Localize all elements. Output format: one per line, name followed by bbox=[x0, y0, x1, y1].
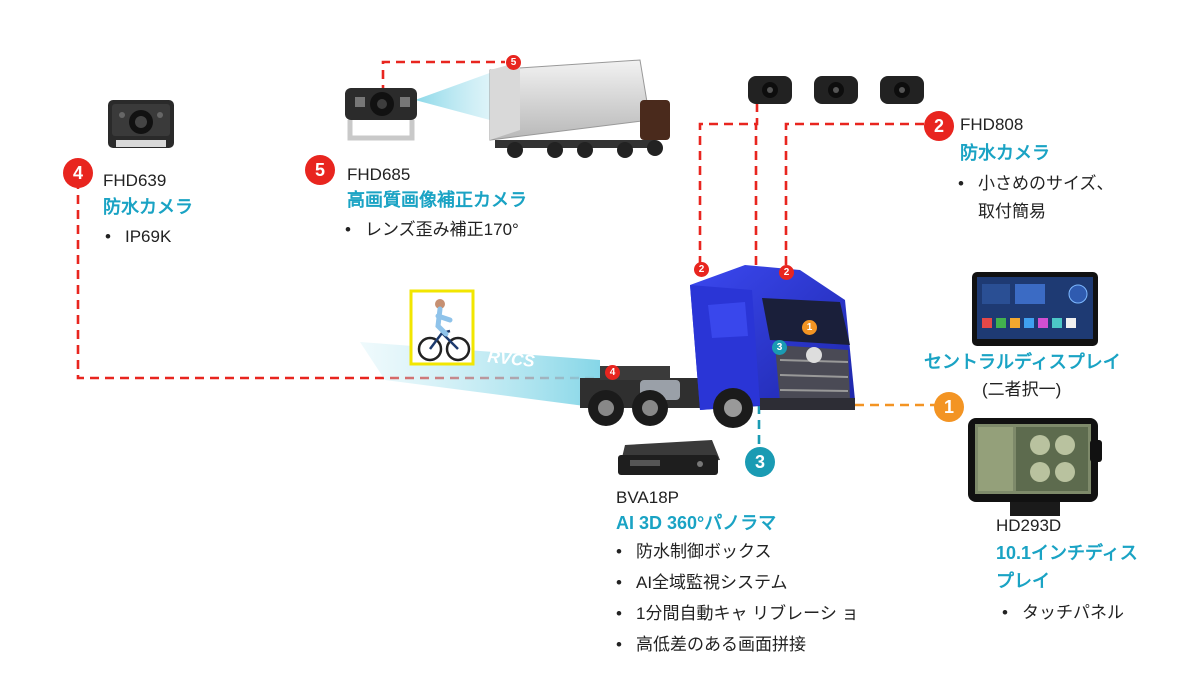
trailer-truck-image bbox=[489, 59, 670, 158]
central-display-title: セントラルディスプレイ bbox=[924, 352, 1121, 372]
fhd685-badge: 5 bbox=[305, 155, 335, 185]
bva18p-badge: 3 bbox=[745, 447, 775, 477]
fhd685-camera-image bbox=[345, 88, 417, 141]
fhd685-model: FHD685 bbox=[347, 165, 411, 184]
truck-badge-cam4: 4 bbox=[605, 365, 620, 380]
truck-badge-cam3: 3 bbox=[772, 340, 787, 355]
bva18p-bullet-2: AI全域監視システム bbox=[614, 572, 788, 593]
fhd808-cameras-image bbox=[748, 76, 924, 104]
fhd808-title: 防水カメラ bbox=[960, 143, 1050, 163]
line-fhd639 bbox=[76, 165, 612, 380]
truck-badge-cam2-right: 2 bbox=[779, 265, 794, 280]
truck-badge-cam2-left: 2 bbox=[694, 262, 709, 277]
fhd639-bullet-1: IP69K bbox=[103, 226, 171, 247]
fhd639-model: FHD639 bbox=[103, 171, 167, 190]
fhd808-model: FHD808 bbox=[960, 115, 1024, 134]
hd293d-title-line2: プレイ bbox=[996, 571, 1050, 591]
rvcs-beam bbox=[360, 342, 600, 408]
fhd808-badge: 2 bbox=[924, 111, 954, 141]
hd293d-display-image bbox=[968, 418, 1102, 516]
truck-badge-cam5: 5 bbox=[506, 55, 521, 70]
bva18p-model: BVA18P bbox=[616, 488, 680, 507]
central-display-image bbox=[972, 272, 1098, 346]
hd293d-model: HD293D bbox=[996, 516, 1062, 535]
tractor-truck-image bbox=[580, 265, 855, 428]
bva18p-bullet-3: 1分間自動キャ リブレーシ ョ bbox=[614, 603, 859, 624]
fhd639-badge: 4 bbox=[63, 158, 93, 188]
fhd639-title: 防水カメラ bbox=[103, 197, 193, 217]
fhd685-bullet-1: レンズ歪み補正170° bbox=[343, 219, 519, 240]
line-fhd808-left bbox=[698, 95, 759, 265]
fhd808-bullet-1-cont: 取付簡易 bbox=[978, 202, 1046, 221]
rvcs-label: RVCS bbox=[487, 347, 537, 371]
fhd808-bullet-1: 小さめのサイズ、 bbox=[956, 173, 1114, 194]
truck-badge-cam1: 1 bbox=[802, 320, 817, 335]
hd293d-bullet-1: タッチパネル bbox=[1000, 602, 1124, 623]
central-display-badge: 1 bbox=[934, 392, 964, 422]
hd293d-title-line1: 10.1インチディス bbox=[996, 543, 1138, 563]
bva18p-box-image bbox=[618, 440, 720, 475]
fhd639-camera-image bbox=[108, 100, 174, 148]
fhd685-title: 高画質画像補正カメラ bbox=[347, 190, 527, 210]
bva18p-bullet-4: 高低差のある画面拼接 bbox=[614, 634, 806, 655]
central-display-note: (二者択一) bbox=[982, 380, 1062, 399]
line-fhd808-right bbox=[784, 122, 925, 265]
line-fhd685 bbox=[381, 60, 505, 94]
cyclist-image bbox=[409, 289, 475, 366]
bva18p-title: AI 3D 360°パノラマ bbox=[616, 513, 777, 533]
bva18p-bullet-1: 防水制御ボックス bbox=[614, 541, 772, 562]
